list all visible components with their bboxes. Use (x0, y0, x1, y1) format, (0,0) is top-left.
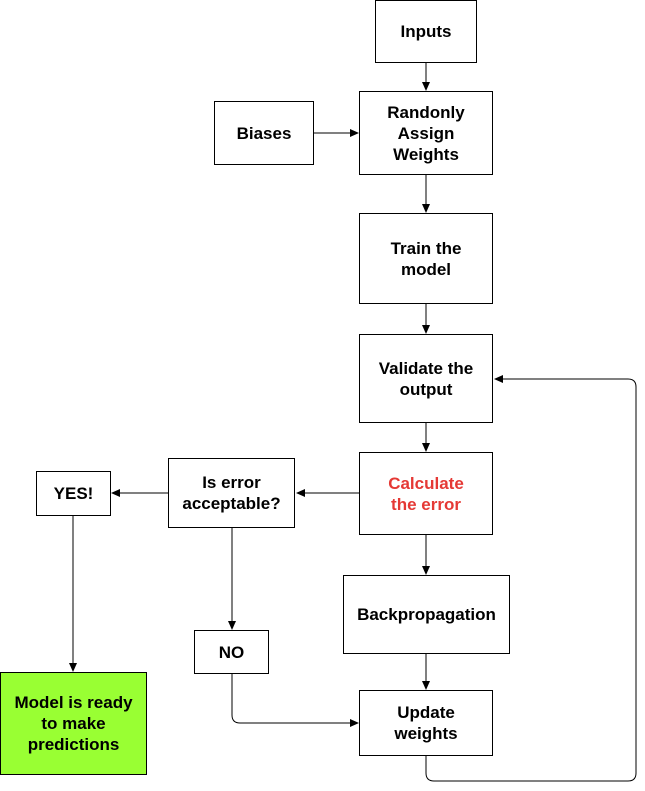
node-backpropagation: Backpropagation (343, 575, 510, 654)
node-inputs: Inputs (375, 0, 477, 63)
node-validate-label: Validate the output (378, 358, 474, 399)
edge-update-to-validate-loop (425, 375, 637, 782)
node-validate: Validate the output (359, 334, 493, 423)
node-update-weights-label: Update weights (394, 703, 458, 743)
node-assign-weights-label: Randonly Assign Weights (387, 102, 465, 164)
node-error-acceptable-label: Is error acceptable? (182, 473, 281, 513)
node-model-ready: Model is ready to make predictions (0, 672, 147, 775)
edge-no-to-update (231, 674, 359, 727)
node-calculate-error-label: Calculate the error (388, 473, 464, 514)
node-yes: YES! (36, 471, 111, 516)
node-inputs-label: Inputs (400, 22, 452, 41)
node-backpropagation-label: Backpropagation (357, 605, 496, 624)
node-yes-label: YES! (53, 484, 94, 503)
node-no-label: NO (218, 642, 245, 662)
node-model-ready-label: Model is ready to make predictions (14, 693, 133, 754)
node-error-acceptable: Is error acceptable? (168, 458, 295, 528)
node-calculate-error: Calculate the error (359, 452, 493, 535)
node-no: NO (194, 630, 269, 674)
node-train-label: Train the model (390, 238, 462, 279)
node-biases: Biases (214, 101, 314, 165)
node-update-weights: Update weights (359, 690, 493, 756)
node-biases-label: Biases (236, 123, 292, 143)
node-train: Train the model (359, 213, 493, 304)
node-assign-weights: Randonly Assign Weights (359, 91, 493, 175)
